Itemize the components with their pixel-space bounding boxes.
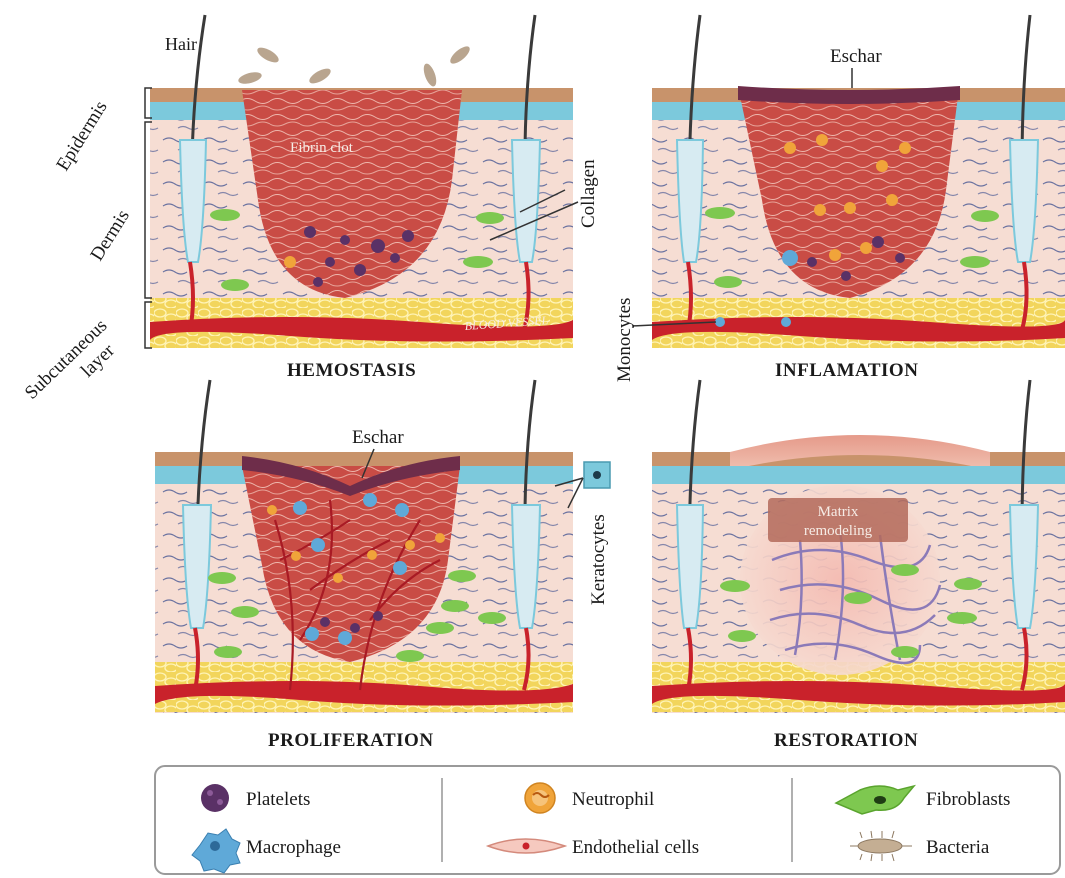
label-eschar: Eschar (352, 427, 404, 448)
title-restoration: RESTORATION (774, 730, 918, 751)
title-proliferation: PROLIFERATION (268, 730, 434, 751)
legend: Platelets Macrophage Neutrophil Endothel… (155, 766, 1060, 874)
neutrophil-icon (525, 783, 555, 813)
label-hair: Hair (165, 34, 197, 54)
label-eschar: Eschar (830, 46, 882, 67)
panel-restoration: Matrix remodeling RESTORATION (652, 380, 1065, 751)
neutrophil (284, 256, 296, 268)
title-inflammation: INFLAMATION (775, 360, 918, 381)
legend-label-endothelial-cells: Endothelial cells (572, 837, 699, 858)
bacteria-cluster (237, 43, 472, 88)
label-collagen: Collagen (578, 159, 599, 228)
label-monocytes: Monocytes (614, 298, 635, 382)
monocyte (782, 250, 798, 266)
legend-label-neutrophil: Neutrophil (572, 789, 654, 810)
label-fibrin-clot: Fibrin clot (290, 140, 354, 156)
title-hemostasis: HEMOSTASIS (287, 360, 416, 381)
panel-hemostasis: Hair Fibrin clot BLOOD VESSEL Epidermis … (21, 15, 599, 404)
label-dermis: Dermis (86, 206, 133, 265)
panel-proliferation: Keratocytes Eschar PROLIFERATION (155, 380, 610, 751)
label-keratocytes: Keratocytes (588, 514, 609, 605)
legend-label-platelets: Platelets (246, 789, 310, 810)
legend-label-fibroblasts: Fibroblasts (926, 789, 1010, 810)
label-matrix: Matrix (818, 504, 859, 520)
platelet-icon (201, 784, 229, 812)
panel-inflammation: Eschar Monocytes INFLAMATION (614, 15, 1065, 382)
legend-label-macrophage: Macrophage (246, 837, 341, 858)
legend-label-bacteria: Bacteria (926, 837, 990, 858)
label-epidermis: Epidermis (52, 97, 111, 174)
label-remodeling: remodeling (804, 523, 873, 539)
